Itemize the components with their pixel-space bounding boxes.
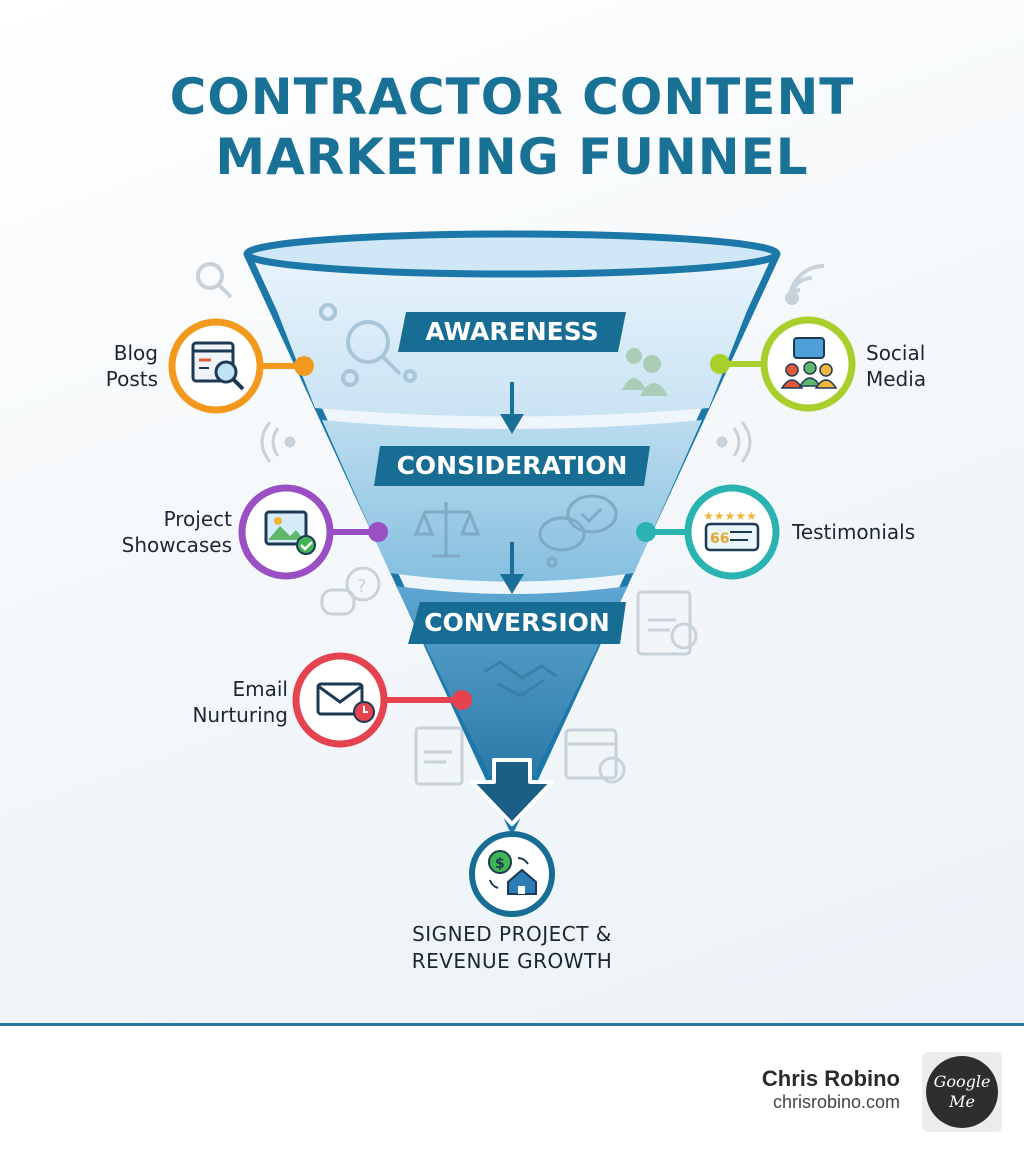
background-contract-icon [414, 726, 464, 786]
author-website[interactable]: chrisrobino.com [772, 1092, 900, 1112]
outcome-label: SIGNED PROJECT & REVENUE GROWTH [362, 921, 662, 975]
email-nurturing-label-line-2: Nurturing [192, 703, 288, 727]
project-showcases-label-line-2: Showcases [121, 533, 232, 557]
background-document-check-icon [636, 590, 698, 656]
consideration-banner [374, 446, 650, 486]
stage-consideration-label: CONSIDERATION [396, 451, 628, 480]
email-nurturing-badge [292, 652, 388, 748]
awareness-magnifier-icon [319, 303, 417, 387]
title-line-2: MARKETING FUNNEL [215, 128, 809, 186]
testimonials-label: Testimonials [792, 519, 992, 545]
outcome-label-line-1: SIGNED PROJECT & [412, 922, 612, 946]
background-chat-icon: ? [320, 566, 381, 616]
awareness-banner [398, 312, 626, 352]
project-showcases-label-line-1: Project [163, 507, 232, 531]
funnel-band-conversion [396, 586, 628, 820]
google-me-line-1: Google [933, 1072, 991, 1091]
connector-social [710, 354, 762, 374]
email-nurturing-label-line-1: Email [232, 677, 289, 701]
envelope-clock-icon [316, 682, 375, 723]
social-media-badge [760, 316, 856, 412]
svg-text:★★★★★: ★★★★★ [703, 509, 757, 523]
svg-text:$: $ [495, 856, 505, 872]
connector-email [382, 690, 472, 710]
arrow-awareness-to-consideration [500, 382, 524, 434]
project-showcases-badge [238, 484, 334, 580]
funnel-diagram: ? [168, 230, 856, 917]
conversion-handshake-icon [483, 660, 557, 698]
svg-text:66: 66 [710, 531, 729, 547]
blog-posts-label: Blog Posts [40, 340, 158, 392]
testimonials-badge: ★★★★★ 66 [684, 484, 780, 580]
arrow-to-outcome [470, 758, 554, 826]
blog-posts-label-line-1: Blog [113, 341, 158, 365]
footer [0, 1026, 1024, 1154]
social-media-label-line-2: Media [866, 367, 927, 391]
blog-search-icon [191, 341, 245, 391]
author-name: Chris Robino [761, 1066, 900, 1091]
awareness-audience-icon [622, 348, 668, 396]
money-house-icon: $ [488, 850, 537, 895]
google-me-logo: Google Me [926, 1056, 998, 1128]
conversion-banner [408, 602, 626, 644]
google-me-line-2: Me [949, 1092, 975, 1111]
google-me-badge[interactable]: Google Me [922, 1052, 1002, 1132]
funnel-rim [243, 230, 781, 278]
outcome-badge: $ [469, 831, 555, 917]
background-search-icon [196, 262, 233, 299]
blog-posts-badge [168, 318, 264, 414]
blog-posts-label-line-2: Posts [105, 367, 158, 391]
project-showcases-label: Project Showcases [40, 506, 232, 558]
outcome-label-line-2: REVENUE GROWTH [411, 949, 613, 973]
background-calendar-icon [564, 728, 626, 784]
background-sound-left-icon [260, 421, 296, 463]
email-nurturing-label: Email Nurturing [100, 676, 288, 728]
testimonials-label-line-1: Testimonials [792, 520, 916, 544]
social-media-label-line-1: Social [866, 341, 926, 365]
review-stars-icon: ★★★★★ 66 [703, 509, 760, 552]
connector-blog [258, 356, 314, 376]
social-media-label: Social Media [866, 340, 1006, 392]
stage-awareness-label: AWARENESS [425, 317, 599, 346]
connector-showcases [328, 522, 388, 542]
background-signal-icon [785, 264, 825, 305]
photo-gallery-icon [264, 510, 316, 555]
footer-divider [0, 1023, 1024, 1026]
consideration-scale-icon [413, 502, 481, 558]
consideration-thinking-icon [538, 494, 618, 568]
connector-testimonials [636, 522, 690, 542]
people-chat-icon [780, 337, 838, 389]
arrow-consideration-to-conversion [500, 542, 524, 594]
svg-text:?: ? [357, 576, 367, 597]
background-sound-right-icon [716, 421, 752, 463]
stage-conversion-label: CONVERSION [424, 608, 610, 637]
title-line-1: CONTRACTOR CONTENT [169, 68, 855, 126]
